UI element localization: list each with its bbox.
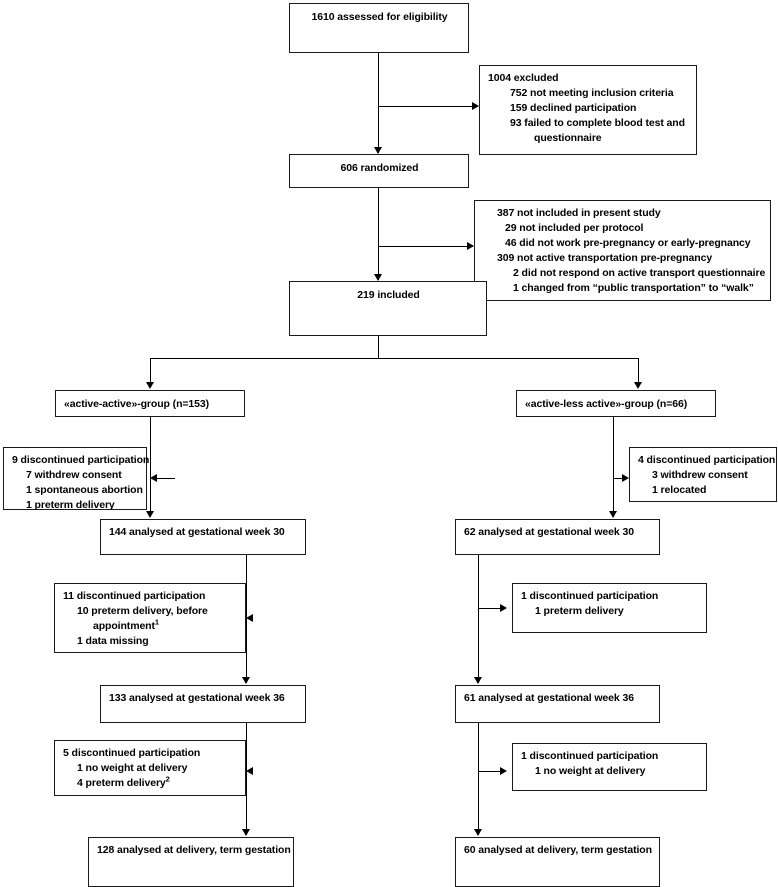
left-disc2-line-2-text: appointment xyxy=(93,619,155,632)
node-left-analysed-delivery: 128 analysed at delivery, term gestation xyxy=(88,837,294,887)
arrowhead-group-left xyxy=(146,382,154,389)
excluded-line-2: 159 declined participation xyxy=(510,101,637,114)
arrowhead-left-week30 xyxy=(146,511,154,518)
right-disc1-line-2: 1 relocated xyxy=(652,483,707,496)
node-group-active-less-active: «active-less active»-group (n=66) xyxy=(516,390,716,417)
arrowhead-right-week36 xyxy=(474,677,482,684)
right-disc2-line-0: 1 discontinued participation xyxy=(521,590,659,602)
left-disc2-line-0: 11 discontinued participation xyxy=(63,590,206,602)
connector-group-split xyxy=(150,358,638,359)
not-included-line-0: 387 not included in present study xyxy=(497,207,661,219)
node-left-discontinued-2: 11 discontinued participation 10 preterm… xyxy=(54,583,246,653)
arrowhead-right-disc3 xyxy=(500,767,507,775)
node-left-analysed-week36: 133 analysed at gestational week 36 xyxy=(100,685,306,723)
arrowhead-left-disc3 xyxy=(246,767,253,775)
node-right-analysed-delivery: 60 analysed at delivery, term gestation xyxy=(455,837,660,887)
node-right-discontinued-1: 4 discontinued participation 3 withdrew … xyxy=(629,447,777,502)
connector-left-week36-to-delivery xyxy=(246,723,247,835)
arrowhead-right-disc2 xyxy=(500,604,507,612)
connector-split-right xyxy=(638,358,639,386)
right-disc3-line-1: 1 no weight at delivery xyxy=(535,764,646,777)
left-disc1-line-2: 1 spontaneous abortion xyxy=(26,483,143,496)
group-left-text: «active-active»-group (n=153) xyxy=(64,398,210,410)
left-disc2-footnote-marker: 1 xyxy=(154,617,159,627)
left-week30-text: 144 analysed at gestational week 30 xyxy=(109,526,285,538)
not-included-line-3: 309 not active transportation pre-pregna… xyxy=(497,251,713,264)
arrowhead-not-included xyxy=(467,242,474,250)
node-randomized-text: 606 randomized xyxy=(340,162,419,174)
left-disc3-line-2-text: 4 preterm delivery xyxy=(77,776,166,789)
arrowhead-right-week30 xyxy=(609,511,617,518)
connector-right-disc1 xyxy=(613,478,627,479)
node-right-analysed-week36: 61 analysed at gestational week 36 xyxy=(455,685,660,723)
arrowhead-left-week36 xyxy=(242,677,250,684)
left-disc1-line-3: 1 preterm delivery xyxy=(26,498,115,511)
excluded-line-3: 93 failed to complete blood test and xyxy=(510,116,685,129)
connector-left-group-to-week30 xyxy=(150,417,151,517)
excluded-line-0: 1004 excluded xyxy=(488,72,559,84)
connector-included-stem xyxy=(378,336,379,359)
right-disc2-line-1: 1 preterm delivery xyxy=(535,604,624,617)
connector-assessed-to-randomized xyxy=(378,53,379,153)
connector-split-left xyxy=(150,358,151,386)
node-left-discontinued-3: 5 discontinued participation 1 no weight… xyxy=(54,740,246,796)
node-assessed-for-eligibility: 1610 assessed for eligibility xyxy=(289,3,469,53)
connector-to-not-included xyxy=(378,246,473,247)
connector-left-disc1 xyxy=(155,478,175,479)
left-disc3-line-1: 1 no weight at delivery xyxy=(77,761,188,774)
left-delivery-text: 128 analysed at delivery, term gestation xyxy=(97,844,291,856)
node-left-discontinued-1: 9 discontinued participation 7 withdrew … xyxy=(3,447,150,511)
node-right-analysed-week30: 62 analysed at gestational week 30 xyxy=(455,519,660,555)
arrowhead-left-delivery xyxy=(242,829,250,836)
connector-right-week36-to-delivery xyxy=(478,723,479,835)
node-assessed-text: 1610 assessed for eligibility xyxy=(311,11,448,23)
node-not-included-in-study: 387 not included in present study 29 not… xyxy=(474,200,771,301)
right-delivery-text: 60 analysed at delivery, term gestation xyxy=(464,844,652,856)
right-disc1-line-0: 4 discontinued participation xyxy=(638,454,776,466)
arrowhead-excluded xyxy=(472,102,479,110)
excluded-line-4: questionnaire xyxy=(534,131,602,144)
node-included: 219 included xyxy=(289,281,487,336)
not-included-line-2: 46 did not work pre-pregnancy or early-p… xyxy=(505,236,751,249)
left-disc1-line-0: 9 discontinued participation xyxy=(12,454,150,466)
excluded-line-1: 752 not meeting inclusion criteria xyxy=(510,86,674,99)
node-excluded: 1004 excluded 752 not meeting inclusion … xyxy=(479,65,697,155)
left-disc3-footnote-marker: 2 xyxy=(165,774,170,784)
left-week36-text: 133 analysed at gestational week 36 xyxy=(109,692,285,704)
node-included-text: 219 included xyxy=(357,289,420,301)
connector-right-group-to-week30 xyxy=(613,417,614,517)
node-right-discontinued-2: 1 discontinued participation 1 preterm d… xyxy=(512,583,707,633)
connector-randomized-to-included xyxy=(378,188,379,280)
right-week36-text: 61 analysed at gestational week 36 xyxy=(464,692,634,704)
arrowhead-left-disc2 xyxy=(246,614,253,622)
arrowhead-included xyxy=(374,274,382,281)
node-left-analysed-week30: 144 analysed at gestational week 30 xyxy=(100,519,306,555)
arrowhead-right-delivery xyxy=(474,829,482,836)
left-disc1-line-1: 7 withdrew consent xyxy=(26,468,122,481)
right-week30-text: 62 analysed at gestational week 30 xyxy=(464,526,634,538)
group-right-text: «active-less active»-group (n=66) xyxy=(525,398,688,410)
connector-right-week30-to-week36 xyxy=(478,555,479,683)
arrowhead-group-right xyxy=(634,382,642,389)
left-disc2-line-2: appointment1 xyxy=(63,617,238,634)
connector-to-excluded xyxy=(378,106,478,107)
node-group-active-active: «active-active»-group (n=153) xyxy=(55,390,245,417)
left-disc2-line-3: 1 data missing xyxy=(77,634,149,647)
right-disc1-line-1: 3 withdrew consent xyxy=(652,468,748,481)
connector-right-disc2 xyxy=(478,608,504,609)
node-randomized: 606 randomized xyxy=(289,154,469,188)
node-right-discontinued-3: 1 discontinued participation 1 no weight… xyxy=(512,743,707,791)
connector-right-disc3 xyxy=(478,771,504,772)
not-included-line-1: 29 not included per protocol xyxy=(505,221,644,234)
arrowhead-right-disc1 xyxy=(622,474,629,482)
not-included-line-4: 2 did not respond on active transport qu… xyxy=(513,266,766,279)
not-included-line-5: 1 changed from “public transportation” t… xyxy=(513,281,754,294)
arrowhead-left-disc1 xyxy=(150,474,157,482)
arrowhead-randomized xyxy=(374,147,382,154)
left-disc3-line-2: 4 preterm delivery2 xyxy=(63,774,238,791)
right-disc3-line-0: 1 discontinued participation xyxy=(521,750,659,762)
left-disc2-line-1: 10 preterm delivery, before xyxy=(77,604,208,617)
left-disc3-line-0: 5 discontinued participation xyxy=(63,747,201,759)
